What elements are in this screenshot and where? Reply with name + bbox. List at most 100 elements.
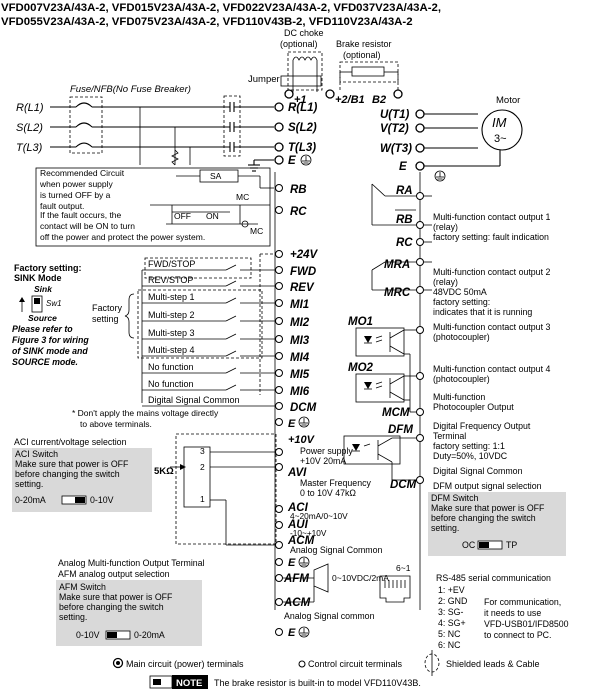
svg-text:contact will be ON to turn: contact will be ON to turn: [40, 221, 135, 231]
svg-text:fault output.: fault output.: [40, 201, 84, 211]
terminal-acm-1: [275, 541, 283, 549]
brake-resistor-optional: (optional): [343, 50, 381, 60]
terminal-rb-left-label: RB: [290, 184, 307, 196]
dc-choke-optional: (optional): [280, 39, 318, 49]
afm-opt-right: 0-20mA: [134, 630, 165, 640]
terminal-plus10v-label: +10V: [288, 434, 316, 446]
fuse-nfb-label: Fuse/NFB(No Fuse Breaker): [70, 84, 191, 95]
motor-icon: [481, 109, 523, 151]
terminal-e-left: [274, 155, 284, 165]
aci-switch-line-1: Make sure that power is OFF: [15, 459, 129, 469]
terminal-plus2b1-label: +2/B1: [335, 94, 365, 106]
terminal-mo2: [416, 372, 424, 380]
sink-note-3: of SINK mode and: [12, 346, 88, 356]
master-freq-label: Master Frequency: [300, 478, 371, 488]
mc-label-1: MC: [236, 192, 249, 202]
dfm-desc-1: Digital Frequency Output: [433, 421, 531, 431]
terminal-afm: [275, 574, 283, 582]
power-supply-rating: +10V 20mA: [300, 456, 346, 466]
aci-opt-left: 0-20mA: [15, 495, 46, 505]
terminal-e-ctrl-1-label: E: [288, 418, 296, 430]
terminal-mo1: [416, 326, 424, 334]
rs485-connector-icon: [379, 575, 411, 603]
dfm-toggle-switch[interactable]: [477, 540, 503, 550]
shield-legend-icon: [424, 650, 440, 676]
motor-symbol-im: IM: [492, 115, 507, 130]
terminal-w-label: W(T3): [380, 143, 412, 155]
mains-warning-1: * Don't apply the mains voltage directly: [72, 408, 219, 418]
photocoupler-2-icon: [355, 354, 416, 413]
rs485-note-3: VFD-USB01/IFD8500: [484, 619, 569, 629]
note-badge-label: NOTE: [176, 678, 202, 689]
terminal-r: [274, 102, 284, 112]
aci-range-label: 4~20mA/0~10V: [290, 511, 348, 521]
afm-caption-1: Analog Multi-function Output Terminal: [58, 558, 205, 568]
sink-mode-label: SINK Mode: [14, 273, 62, 283]
sink-note-2: Figure 3 for wiring: [12, 335, 89, 345]
terminal-b2: [393, 89, 403, 99]
model-list-line-1: VFD007V23A/43A-2, VFD015V23A/43A-2, VFD0…: [1, 2, 441, 14]
terminal-rc-left: [275, 206, 283, 214]
terminal-e-right-label: E: [399, 161, 407, 173]
acm-2-desc: Analog Signal common: [284, 611, 375, 621]
multistep-dashed-box: [137, 289, 263, 359]
ground-icon-left: [300, 154, 312, 166]
terminal-avi-label: AVI: [287, 467, 307, 479]
mcm-desc-2: Photocoupler Output: [433, 402, 514, 412]
rs485-pin-2: 2: GND: [438, 596, 467, 606]
terminal-rb-left: [275, 184, 283, 192]
control-terminal-legend-icon: [298, 660, 306, 668]
terminal-afm-label: AFM: [283, 573, 309, 585]
master-freq-range: 0 to 10V 47kΩ: [300, 488, 356, 498]
rs485-note-4: to connect to PC.: [484, 630, 551, 640]
svg-text:off the power and protect the: off the power and protect the power syst…: [40, 232, 205, 242]
model-list-line-2: VFD055V23A/43A-2, VFD075V23A/43A-2, VFD1…: [1, 16, 413, 28]
legend-control-circuit: Control circuit terminals: [308, 659, 403, 669]
terminal-e-ctrl-2-label: E: [288, 557, 296, 569]
terminal-v-label: V(T2): [380, 123, 409, 135]
terminal-rev: [275, 282, 283, 290]
pot-pin-3: 3: [200, 446, 205, 456]
dfm-common-label: Digital Signal Common: [433, 466, 523, 476]
source-label: Source: [28, 313, 57, 323]
rs485-connector-label: 6~1: [396, 563, 411, 573]
input-t-label: T(L3): [16, 142, 43, 154]
afm-toggle-switch[interactable]: [105, 630, 131, 640]
terminal-acm-1-label: ACM: [287, 535, 315, 547]
terminal-avi: [275, 463, 283, 471]
terminal-aci-label: ACI: [287, 502, 309, 514]
dfm-desc-3: factory setting: 1:1: [433, 441, 505, 451]
terminal-mi6-label: MI6: [290, 386, 310, 398]
terminal-mcm: [416, 408, 424, 416]
afm-opt-left: 0-10V: [76, 630, 100, 640]
terminal-mi1: [275, 299, 283, 307]
recommended-circuit-box: [35, 167, 271, 247]
input-6-label: No function: [148, 362, 194, 372]
aci-switch-title: ACI Switch: [15, 449, 58, 459]
note-text: The brake resistor is built-in to model …: [214, 678, 421, 688]
terminal-dcm: [275, 402, 283, 410]
pot-pin-1: 1: [200, 494, 205, 504]
jumper-label: Jumper: [248, 74, 280, 85]
ground-icon-ctrl-3: [298, 626, 310, 638]
input-1-label: REV/STOP: [148, 275, 193, 285]
mo1-desc-2: (photocoupler): [433, 332, 490, 342]
factory-setting-label-2: setting: [92, 314, 119, 324]
main-terminal-legend-icon: [112, 657, 124, 669]
sink-note-1: Please refer to: [12, 324, 73, 334]
terminal-24v: [275, 250, 283, 258]
aci-toggle-switch[interactable]: [61, 495, 87, 505]
sw1-switch-icon: [31, 295, 43, 313]
terminal-e-ctrl-1: [275, 418, 283, 426]
terminal-e-ctrl-3-label: E: [288, 627, 296, 639]
on-label: ON: [206, 211, 219, 221]
input-5-label: Multi-step 4: [148, 345, 195, 355]
terminal-24v-label: +24V: [290, 249, 319, 261]
terminal-dcm-right-label: DCM: [390, 479, 417, 491]
aci-opt-right: 0-10V: [90, 495, 114, 505]
jumper-symbol: [280, 75, 322, 87]
afm-switch-line-1: Make sure that power is OFF: [59, 592, 173, 602]
dfm-switch-title: DFM Switch: [431, 493, 479, 503]
input-r-label: R(L1): [16, 102, 44, 114]
terminal-e-left-label: E: [288, 155, 296, 167]
